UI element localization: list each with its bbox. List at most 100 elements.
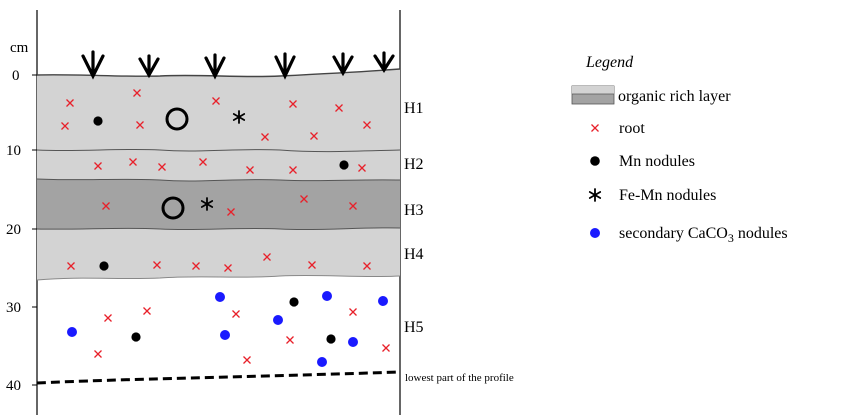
caco3-nodule-icon xyxy=(273,315,283,325)
root-marker-icon xyxy=(104,314,112,322)
legend-caco3-label: secondary CaCO3 nodules xyxy=(619,225,788,245)
root-marker-icon xyxy=(94,162,102,170)
horizon-label-h1: H1 xyxy=(404,100,424,117)
legend-caco3-prefix: secondary CaCO xyxy=(619,225,728,242)
root-marker-icon xyxy=(61,122,69,130)
horizon-label-h4: H4 xyxy=(404,246,424,263)
legend-caco3-subscript: 3 xyxy=(728,231,734,245)
mn-nodule-icon xyxy=(289,297,299,307)
layer-bands xyxy=(37,69,400,280)
legend-item-mn: Mn nodules xyxy=(590,153,695,170)
caco3-nodule-icon xyxy=(67,327,77,337)
legend-femn-icon xyxy=(588,188,602,202)
legend-item-femn: Fe-Mn nodules xyxy=(588,187,716,204)
root-marker-icon xyxy=(349,202,357,210)
horizon-label-h5: H5 xyxy=(404,319,424,336)
axis-unit-label: cm xyxy=(10,40,29,56)
root-marker-icon xyxy=(227,208,235,216)
root-marker-icon xyxy=(192,262,200,270)
legend-title: Legend xyxy=(585,54,634,71)
mn-nodule-icon xyxy=(93,116,103,126)
surface-arrow-icon xyxy=(81,50,105,80)
mn-nodule-icon xyxy=(99,261,109,271)
root-marker-icon xyxy=(382,344,390,352)
axis-tick-label-20: 20 xyxy=(6,222,21,238)
surface-arrow-icon xyxy=(274,52,296,80)
root-markers xyxy=(61,89,390,364)
layer-band-h3 xyxy=(37,179,400,230)
axis-tick-label-40: 40 xyxy=(6,378,21,394)
mn-nodule-icon xyxy=(339,160,349,170)
surface-arrow-icon xyxy=(204,53,226,80)
root-marker-icon xyxy=(158,163,166,171)
caco3-nodules xyxy=(67,291,388,367)
root-marker-icon xyxy=(263,253,271,261)
root-marker-icon xyxy=(102,202,110,210)
boundary-h4-h5 xyxy=(36,274,401,281)
surface-arrows xyxy=(81,50,395,80)
root-marker-icon xyxy=(310,132,318,140)
legend-item-root: root xyxy=(591,120,645,137)
open-circle-icon xyxy=(161,196,185,220)
open-circles xyxy=(161,107,189,220)
root-marker-icon xyxy=(212,97,220,105)
mn-nodule-icon xyxy=(326,334,336,344)
surface-arrow-icon xyxy=(332,52,354,77)
root-marker-icon xyxy=(289,166,297,174)
layer-band-h1 xyxy=(37,69,400,152)
caco3-nodule-icon xyxy=(215,292,225,302)
mn-nodule-icon xyxy=(131,332,141,342)
root-marker-icon xyxy=(66,99,74,107)
femn-nodules xyxy=(200,110,246,211)
caco3-nodule-icon xyxy=(378,296,388,306)
boundary-h1-h2 xyxy=(36,148,401,153)
root-marker-icon xyxy=(308,261,316,269)
horizon-label-h3: H3 xyxy=(404,202,424,219)
root-marker-icon xyxy=(289,100,297,108)
femn-nodule-icon xyxy=(232,110,246,124)
root-marker-icon xyxy=(363,262,371,270)
root-marker-icon xyxy=(246,166,254,174)
root-marker-icon xyxy=(335,104,343,112)
legend-femn-label: Fe-Mn nodules xyxy=(619,187,716,204)
caco3-nodule-icon xyxy=(220,330,230,340)
root-marker-icon xyxy=(199,158,207,166)
root-marker-icon xyxy=(300,195,308,203)
root-marker-icon xyxy=(261,133,269,141)
root-marker-icon xyxy=(349,308,357,316)
boundary-h3-h4 xyxy=(36,227,401,231)
surface-arrow-icon xyxy=(373,51,395,73)
root-marker-icon xyxy=(224,264,232,272)
layer-band-h2 xyxy=(37,149,400,181)
layer-band-h4 xyxy=(37,227,400,280)
legend-mn-icon xyxy=(590,156,600,166)
caco3-nodule-icon xyxy=(317,357,327,367)
axis-tick-label-10: 10 xyxy=(6,143,21,159)
legend-organic-label: organic rich layer xyxy=(618,88,731,105)
horizon-label-h2: H2 xyxy=(404,156,424,173)
surface-arrow-icon xyxy=(138,54,160,79)
root-marker-icon xyxy=(363,121,371,129)
root-marker-icon xyxy=(67,262,75,270)
legend-root-icon xyxy=(591,124,599,132)
legend-caco3-suffix: nodules xyxy=(734,225,788,242)
root-marker-icon xyxy=(143,307,151,315)
boundary-h2-h3 xyxy=(36,178,401,182)
depth-axis: cm 0 10 20 30 40 xyxy=(6,40,37,394)
femn-nodule-icon xyxy=(200,197,214,211)
mn-nodules xyxy=(93,116,349,344)
profile-bottom-dashed-line xyxy=(36,370,401,385)
root-marker-icon xyxy=(243,356,251,364)
root-marker-icon xyxy=(232,310,240,318)
legend-item-organic: organic rich layer xyxy=(571,85,731,105)
root-marker-icon xyxy=(133,89,141,97)
caco3-nodule-icon xyxy=(348,337,358,347)
caco3-nodule-icon xyxy=(322,291,332,301)
legend-mn-label: Mn nodules xyxy=(619,153,695,170)
horizon-labels: H1 H2 H3 H4 H5 xyxy=(404,100,424,336)
root-marker-icon xyxy=(94,350,102,358)
axis-tick-label-0: 0 xyxy=(12,68,20,84)
root-marker-icon xyxy=(286,336,294,344)
bottom-label: lowest part of the profile xyxy=(405,372,514,384)
